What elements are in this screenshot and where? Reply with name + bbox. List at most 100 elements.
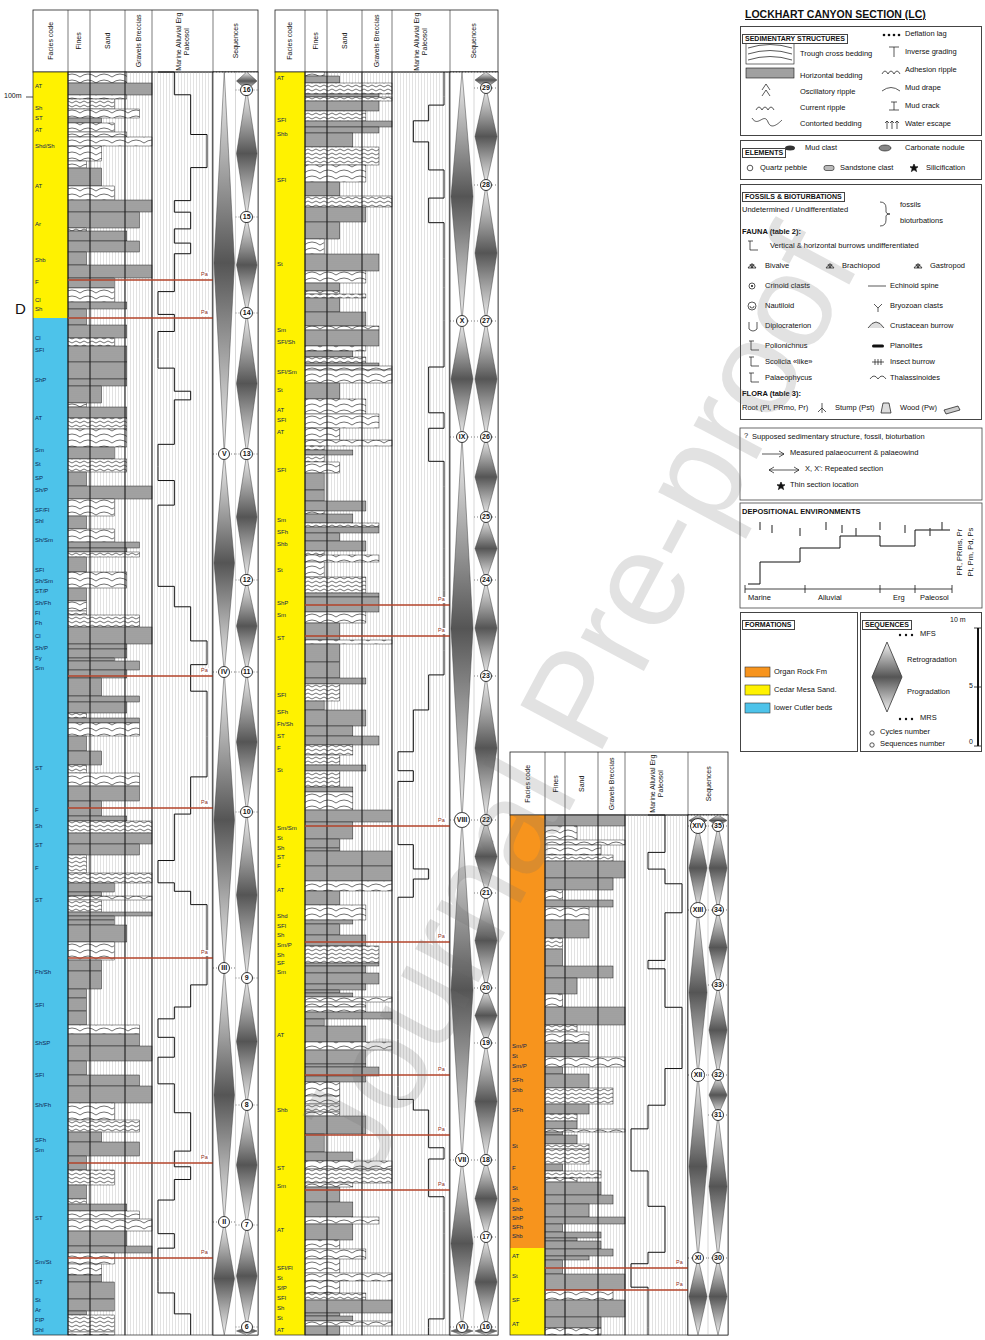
sequence-cycle [237,454,258,580]
facies-code: Sh [35,105,42,111]
bed [305,755,340,765]
bed [305,710,366,726]
facies-code: ST [35,1279,43,1285]
facies-code: ST [35,115,43,121]
legend-note: FLORA (table 3): [742,390,801,399]
sequence-cycle [451,321,473,437]
facies-code: St [277,567,283,573]
bed [305,1293,366,1300]
bed-ground [68,516,86,529]
bed [68,516,86,529]
bed [545,890,563,900]
bed-ground [545,1204,589,1217]
facies-code: AT [277,1227,284,1233]
bed [305,1249,366,1259]
bed-ground [68,95,127,99]
bed-ground [545,920,589,938]
symbol-dot [870,731,874,735]
facies-code: SfP [277,1285,287,1291]
legend-text: Adhesion ripple [905,66,957,75]
cycle-circle: 28 [480,179,493,192]
facies-code: St [35,461,41,467]
bed [68,132,127,137]
symbol-line [882,88,900,92]
bed [68,900,102,912]
symbol-shape [879,145,891,151]
bed-ground [305,133,353,147]
bed [68,786,139,801]
bed-ground [305,1217,379,1224]
symbol-line [749,373,759,382]
bed-ground [305,810,392,822]
bed [305,1169,392,1183]
facies-code: St [277,767,283,773]
symbol-frame [746,42,794,64]
facies-code: Sm [277,612,286,618]
sequence-cycle [709,1115,727,1258]
bed [68,896,152,900]
bed-ground [68,1219,152,1231]
bed-ground [68,499,114,516]
environment-scale-curve [748,530,950,584]
bed-ground [68,72,127,83]
bed [305,370,392,383]
bed [545,1074,589,1088]
bed-ground [68,118,102,123]
legend-note: bioturbations [900,217,943,226]
symbol-shape [785,146,795,151]
symbol-line [868,286,886,287]
bed [68,338,114,346]
facies-code: Sh [35,823,42,829]
sequence-cycle [475,1160,497,1237]
bed [545,1328,601,1335]
bed [305,72,324,76]
bed-ground [68,1011,86,1025]
bed [305,330,379,346]
bed-ground [68,942,114,960]
legend-text: MFS [920,630,936,639]
bed [68,998,86,1011]
bed [545,966,613,978]
bed-ground [68,252,86,265]
bed-ground [305,527,379,533]
bed [68,1086,152,1103]
bed-ground [68,1211,139,1219]
facies-code: ST [35,765,43,771]
sequence-cycle [237,90,258,217]
bed [68,678,102,696]
environment-bar [929,528,930,536]
bed [305,351,353,357]
bed [68,542,139,548]
bed-ground [305,997,392,1002]
symbol-line [910,164,918,172]
sequence-circle: XII [691,1068,705,1082]
bed [305,1161,392,1169]
cycle-number: 16 [482,1323,490,1331]
column-header: Marine Alluvial Erg Paleosol [649,754,664,813]
legend-text: Retrogradation [907,656,957,665]
bed [68,1246,152,1253]
bed-ground [545,938,563,949]
log-panel [33,10,258,1335]
bed [68,615,139,627]
column-header: Gravels Breccias [608,754,616,813]
legend-symbol [885,121,899,129]
bed-ground [545,978,577,994]
facies-code: SFl [277,177,286,183]
bed [305,1187,340,1202]
facies-code: ST/P [35,588,48,594]
sequence-cycle [689,1258,707,1335]
bed-ground [305,222,340,239]
bed [68,83,152,95]
bed-ground [545,1178,577,1182]
bed-ground [305,523,379,527]
facies-code: F [277,863,281,869]
sequence-circle: XI [692,1252,704,1264]
bed [68,1075,139,1086]
cycle-number: 28 [482,181,490,189]
bed [68,99,114,109]
legend-symbol [826,263,834,268]
bed [305,935,366,946]
legend-text: Sandstone clast [840,164,893,173]
facies-code: Sm [35,447,44,453]
